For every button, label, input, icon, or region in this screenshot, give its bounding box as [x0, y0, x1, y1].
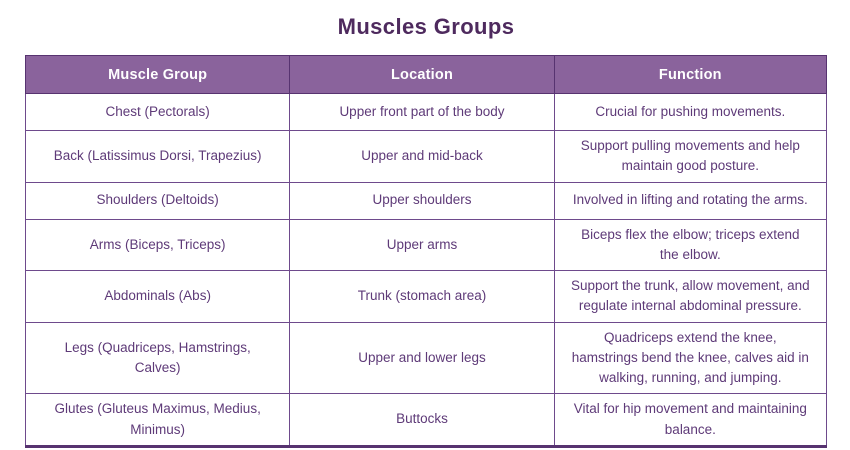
cell-muscle-group: Arms (Biceps, Triceps) [24, 218, 291, 271]
table-row: Legs (Quadriceps, Hamstrings, Calves) Up… [24, 321, 828, 395]
table-row: Chest (Pectorals) Upper front part of th… [24, 93, 828, 131]
cell-function: Support the trunk, allow movement, and r… [553, 270, 828, 323]
cell-location: Buttocks [289, 393, 555, 447]
cell-location: Upper and mid-back [289, 130, 555, 183]
cell-function: Quadriceps extend the knee, hamstrings b… [553, 321, 828, 395]
table-row: Shoulders (Deltoids) Upper shoulders Inv… [24, 181, 828, 220]
table-row: Abdominals (Abs) Trunk (stomach area) Su… [24, 270, 828, 323]
cell-location: Trunk (stomach area) [289, 270, 555, 323]
cell-function: Crucial for pushing movements. [553, 93, 828, 131]
table-row: Arms (Biceps, Triceps) Upper arms Biceps… [24, 218, 828, 271]
cell-function: Biceps flex the elbow; triceps extend th… [553, 218, 828, 271]
header-row: Muscle Group Location Function [24, 55, 828, 94]
cell-muscle-group: Glutes (Gluteus Maximus, Medius, Minimus… [24, 393, 291, 447]
cell-function: Vital for hip movement and maintaining b… [553, 393, 828, 447]
cell-location: Upper front part of the body [289, 93, 555, 131]
cell-muscle-group: Legs (Quadriceps, Hamstrings, Calves) [24, 321, 291, 395]
table-body: Chest (Pectorals) Upper front part of th… [24, 93, 828, 447]
cell-location: Upper arms [289, 218, 555, 271]
cell-location: Upper and lower legs [289, 321, 555, 395]
table-row: Back (Latissimus Dorsi, Trapezius) Upper… [24, 130, 828, 183]
cell-muscle-group: Chest (Pectorals) [24, 93, 291, 131]
cell-location: Upper shoulders [289, 181, 555, 220]
column-header-muscle-group: Muscle Group [24, 55, 291, 94]
page-title: Muscles Groups [337, 14, 515, 39]
column-header-function: Function [553, 55, 828, 94]
column-header-location: Location [289, 55, 555, 94]
cell-muscle-group: Abdominals (Abs) [24, 270, 291, 323]
cell-function: Involved in lifting and rotating the arm… [553, 181, 828, 220]
muscles-table: Muscle Group Location Function Chest (Pe… [24, 55, 828, 448]
cell-muscle-group: Back (Latissimus Dorsi, Trapezius) [24, 130, 291, 183]
table-header: Muscle Group Location Function [24, 55, 828, 94]
table-row: Glutes (Gluteus Maximus, Medius, Minimus… [24, 393, 828, 447]
cell-muscle-group: Shoulders (Deltoids) [24, 181, 291, 220]
cell-function: Support pulling movements and help maint… [553, 130, 828, 183]
